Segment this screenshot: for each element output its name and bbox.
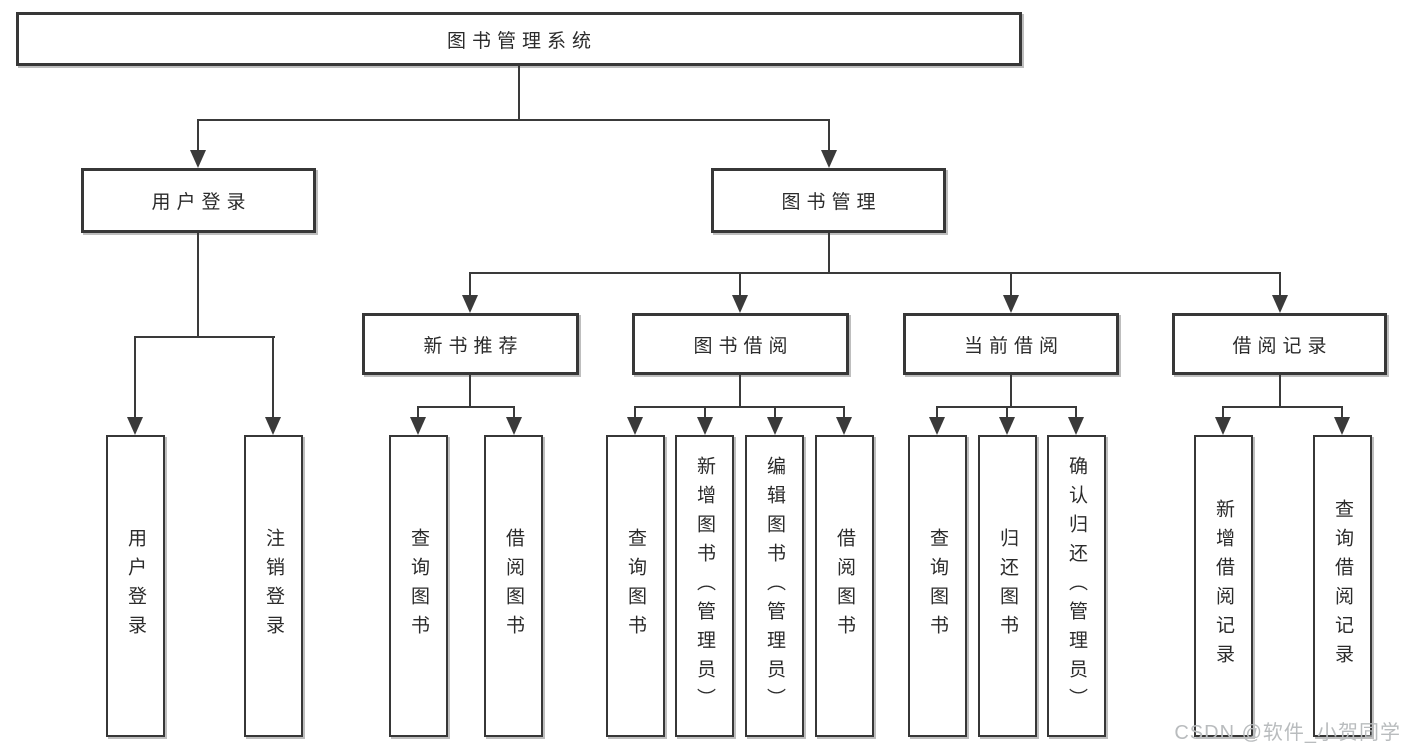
arrowhead-icon — [1334, 417, 1350, 435]
leaf-user-login: 用户登录 — [106, 435, 165, 737]
leaf-label: 确认归还（管理员） — [1066, 455, 1087, 717]
leaf-confirm-return-admin: 确认归还（管理员） — [1047, 435, 1106, 737]
arrowhead-icon — [697, 417, 713, 435]
connector-drop-leaf — [417, 406, 419, 420]
arrowhead-icon — [1068, 417, 1084, 435]
connector-current-borrow-stem — [1010, 375, 1012, 408]
leaf-return-books: 归还图书 — [978, 435, 1037, 737]
leaf-label: 用户登录 — [125, 528, 146, 644]
connector-drop-leaf — [272, 336, 274, 420]
leaf-borrow-books-recommend: 借阅图书 — [484, 435, 543, 737]
leaf-add-books-admin: 新增图书（管理员） — [675, 435, 734, 737]
connector-drop-book-mgmt — [828, 119, 830, 153]
node-root-library-system: 图书管理系统 — [16, 12, 1022, 66]
arrowhead-icon — [1003, 295, 1019, 313]
csdn-watermark: CSDN @软件_小贺同学 — [1174, 722, 1401, 744]
node-new-book-recommend: 新书推荐 — [362, 313, 579, 375]
leaf-label: 借阅图书 — [503, 528, 524, 644]
node-borrow-records: 借阅记录 — [1172, 313, 1387, 375]
arrowhead-icon — [627, 417, 643, 435]
node-book-management: 图书管理 — [711, 168, 946, 233]
connector-level3-branch — [469, 272, 1281, 274]
arrowhead-icon — [462, 295, 478, 313]
node-label: 图书借阅 — [693, 335, 794, 357]
node-current-borrow: 当前借阅 — [903, 313, 1119, 375]
leaf-query-books-recommend: 查询图书 — [389, 435, 448, 737]
leaf-label: 新增借阅记录 — [1213, 499, 1234, 673]
connector-drop-leaf — [634, 406, 636, 420]
node-label: 图书管理 — [781, 192, 882, 213]
connector-drop-leaf — [134, 336, 136, 420]
connector-borrow-records-stem — [1279, 375, 1281, 408]
connector-drop-leaf — [1006, 406, 1008, 420]
connector-drop-leaf — [1222, 406, 1224, 420]
connector-drop-level3 — [739, 272, 741, 298]
connector-drop-level3 — [1279, 272, 1281, 298]
node-label: 用户登录 — [151, 192, 252, 213]
leaf-label: 新增图书（管理员） — [694, 455, 715, 717]
connector-user-login-branch — [134, 336, 275, 338]
arrowhead-icon — [127, 417, 143, 435]
node-user-login: 用户登录 — [81, 168, 316, 233]
leaf-label: 查询图书 — [625, 528, 646, 644]
arrowhead-icon — [506, 417, 522, 435]
arrowhead-icon — [1272, 295, 1288, 313]
connector-drop-leaf — [843, 406, 845, 420]
leaf-logout: 注销登录 — [244, 435, 303, 737]
arrowhead-icon — [190, 150, 206, 168]
arrowhead-icon — [767, 417, 783, 435]
leaf-label: 查询借阅记录 — [1332, 499, 1353, 673]
leaf-query-books-borrow: 查询图书 — [606, 435, 665, 737]
connector-drop-user-login — [197, 119, 199, 153]
arrowhead-icon — [999, 417, 1015, 435]
leaf-query-books-current: 查询图书 — [908, 435, 967, 737]
connector-drop-leaf — [774, 406, 776, 420]
connector-drop-leaf — [513, 406, 515, 420]
node-book-borrow: 图书借阅 — [632, 313, 849, 375]
arrowhead-icon — [836, 417, 852, 435]
arrowhead-icon — [821, 150, 837, 168]
connector-book-mgmt-stem — [828, 233, 830, 274]
node-label: 图书管理系统 — [446, 30, 597, 52]
connector-book-borrow-stem — [739, 375, 741, 408]
leaf-add-borrow-record: 新增借阅记录 — [1194, 435, 1253, 737]
leaf-label: 编辑图书（管理员） — [764, 455, 785, 717]
leaf-edit-books-admin: 编辑图书（管理员） — [745, 435, 804, 737]
connector-book-borrow-branch — [634, 406, 845, 408]
leaf-label: 借阅图书 — [834, 528, 855, 644]
connector-drop-level3 — [469, 272, 471, 298]
connector-root-stem — [518, 66, 520, 121]
leaf-label: 归还图书 — [997, 528, 1018, 644]
node-label: 借阅记录 — [1232, 335, 1333, 357]
leaf-query-borrow-record: 查询借阅记录 — [1313, 435, 1372, 737]
arrowhead-icon — [929, 417, 945, 435]
connector-user-login-stem — [197, 233, 199, 338]
node-label: 当前借阅 — [963, 335, 1064, 357]
connector-drop-leaf — [936, 406, 938, 420]
leaf-label: 查询图书 — [927, 528, 948, 644]
arrowhead-icon — [1215, 417, 1231, 435]
arrowhead-icon — [732, 295, 748, 313]
connector-drop-leaf — [1075, 406, 1077, 420]
connector-new-book-stem — [469, 375, 471, 408]
node-label: 新书推荐 — [423, 335, 524, 357]
arrowhead-icon — [265, 417, 281, 435]
connector-new-book-branch — [417, 406, 515, 408]
connector-drop-level3 — [1010, 272, 1012, 298]
connector-drop-leaf — [704, 406, 706, 420]
leaf-label: 查询图书 — [408, 528, 429, 644]
connector-borrow-records-branch — [1222, 406, 1343, 408]
connector-level2-branch — [197, 119, 830, 121]
arrowhead-icon — [410, 417, 426, 435]
leaf-label: 注销登录 — [263, 528, 284, 644]
leaf-borrow-books: 借阅图书 — [815, 435, 874, 737]
connector-drop-leaf — [1341, 406, 1343, 420]
